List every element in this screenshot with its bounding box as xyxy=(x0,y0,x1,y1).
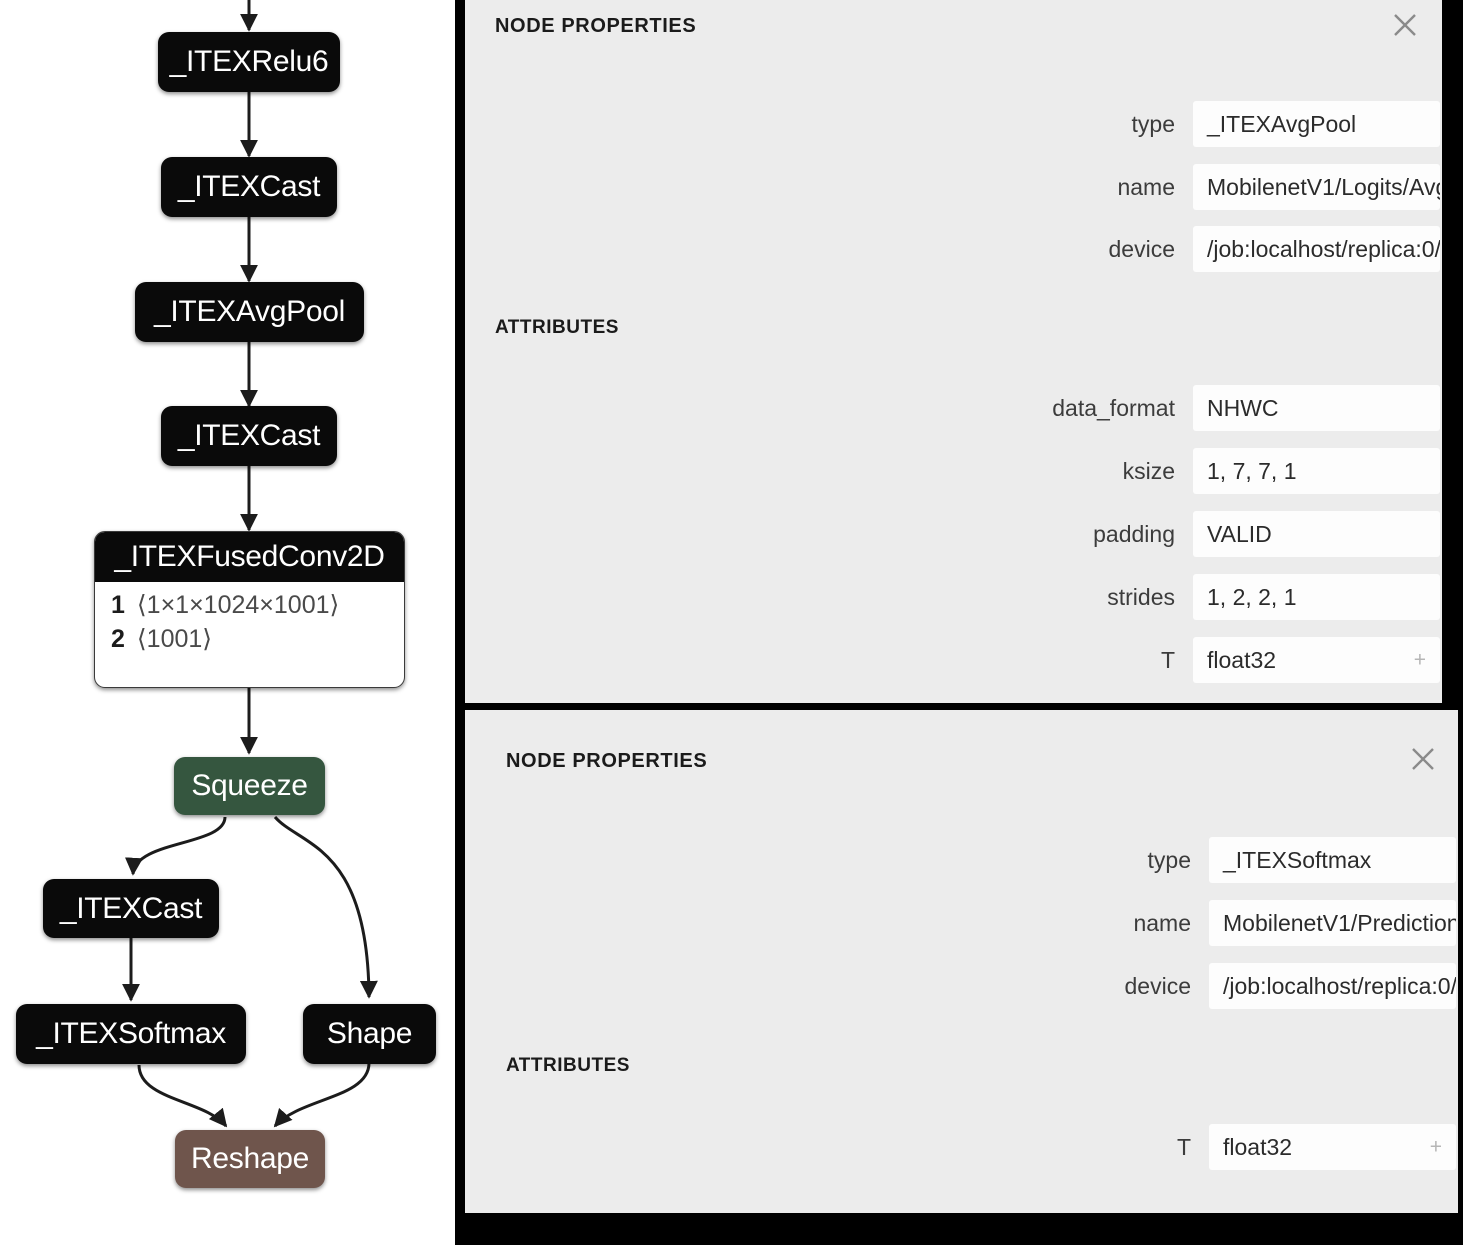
attribute-row-data-format: data_format NHWC xyxy=(465,385,1440,431)
field-value-device[interactable]: /job:localhost/replica:0/task:0/device:C… xyxy=(1193,226,1440,272)
graph-node-label: _ITEXSoftmax xyxy=(36,1017,226,1050)
field-label: data_format xyxy=(1052,394,1175,421)
close-icon[interactable] xyxy=(1406,742,1440,776)
attributes-section-title: ATTRIBUTES xyxy=(495,317,619,338)
graph-node-label: _ITEXCast xyxy=(59,891,203,925)
field-label: name xyxy=(1133,909,1191,936)
graph-canvas[interactable]: _ITEXRelu6 _ITEXCast _ITEXAvgPool _ITEXC… xyxy=(0,0,455,1245)
field-label: ksize xyxy=(1122,457,1175,484)
graph-node-softmax[interactable]: _ITEXSoftmax xyxy=(16,1004,246,1064)
node-properties-panel-1: NODE PROPERTIES type _ITEXAvgPool name M… xyxy=(465,0,1442,703)
graph-node-squeeze[interactable]: Squeeze xyxy=(174,757,325,815)
field-label: type xyxy=(1131,110,1175,137)
graph-edges xyxy=(122,0,378,1128)
graph-node-input-row: 2 ⟨1001⟩ xyxy=(111,622,404,656)
graph-node-label: Reshape xyxy=(191,1142,309,1175)
graph-node-label: _ITEXFusedConv2D xyxy=(95,532,404,582)
graph-node-label: Shape xyxy=(326,1017,413,1050)
input-index: 1 xyxy=(111,591,125,619)
panel-title: NODE PROPERTIES xyxy=(506,750,708,772)
close-icon[interactable] xyxy=(1388,8,1422,42)
graph-node-shape[interactable]: Shape xyxy=(303,1004,436,1064)
field-label: type xyxy=(1147,846,1191,873)
field-value-strides[interactable]: 1, 2, 2, 1 xyxy=(1193,574,1440,620)
field-value-type[interactable]: _ITEXSoftmax xyxy=(1209,837,1456,883)
field-value-type[interactable]: _ITEXAvgPool xyxy=(1193,101,1440,147)
graph-node-label: Squeeze xyxy=(191,769,308,802)
field-value-data-format[interactable]: NHWC xyxy=(1193,385,1440,431)
property-row-device: device /job:localhost/replica:0/task:0/d… xyxy=(465,226,1440,272)
field-value-device[interactable]: /job:localhost/replica:0/task:0/device:C… xyxy=(1209,963,1456,1009)
attribute-row-padding: padding VALID xyxy=(465,511,1440,557)
graph-node-body: 1 ⟨1×1×1024×1001⟩ 2 ⟨1001⟩ xyxy=(95,582,404,664)
field-label: device xyxy=(1108,235,1175,262)
graph-node-label: _ITEXAvgPool xyxy=(154,295,345,328)
field-value-name[interactable]: MobilenetV1/Logits/AvgPool_1a/AvgPool xyxy=(1193,164,1440,210)
property-row-name: name MobilenetV1/Predictions/Softmax xyxy=(465,900,1456,946)
property-row-type: type _ITEXAvgPool xyxy=(465,101,1440,147)
attribute-row-t: T float32 + xyxy=(465,637,1440,683)
expand-plus-icon[interactable]: + xyxy=(1413,648,1426,672)
graph-node-label: _ITEXCast xyxy=(177,419,321,452)
field-value-ksize[interactable]: 1, 7, 7, 1 xyxy=(1193,448,1440,494)
node-properties-panel-2: NODE PROPERTIES type _ITEXSoftmax name M… xyxy=(465,710,1458,1213)
field-value-text: float32 xyxy=(1223,1133,1293,1160)
field-label: name xyxy=(1117,173,1175,200)
property-row-device: device /job:localhost/replica:0/task:0/d… xyxy=(465,963,1456,1009)
graph-node-cast-1[interactable]: _ITEXCast xyxy=(161,157,337,217)
input-shape: ⟨1×1×1024×1001⟩ xyxy=(136,591,340,619)
field-value-t[interactable]: float32 + xyxy=(1193,637,1440,683)
field-label: padding xyxy=(1093,520,1175,547)
graph-node-input-row: 1 ⟨1×1×1024×1001⟩ xyxy=(111,588,404,622)
attribute-row-ksize: ksize 1, 7, 7, 1 xyxy=(465,448,1440,494)
attribute-row-strides: strides 1, 2, 2, 1 xyxy=(465,574,1440,620)
property-row-type: type _ITEXSoftmax xyxy=(465,837,1456,883)
panel-title: NODE PROPERTIES xyxy=(495,15,697,37)
property-row-name: name MobilenetV1/Logits/AvgPool_1a/AvgPo… xyxy=(465,164,1440,210)
graph-node-cast-3[interactable]: _ITEXCast xyxy=(43,879,219,938)
graph-node-cast-2[interactable]: _ITEXCast xyxy=(161,406,337,466)
attributes-section-title: ATTRIBUTES xyxy=(506,1055,630,1076)
input-shape: ⟨1001⟩ xyxy=(136,625,213,653)
graph-node-avgpool[interactable]: _ITEXAvgPool xyxy=(135,282,364,342)
field-label: T xyxy=(1176,1133,1191,1160)
field-value-name[interactable]: MobilenetV1/Predictions/Softmax xyxy=(1209,900,1456,946)
graph-node-fusedconv2d[interactable]: _ITEXFusedConv2D 1 ⟨1×1×1024×1001⟩ 2 ⟨1001… xyxy=(94,531,405,688)
field-label: T xyxy=(1160,646,1175,673)
field-value-padding[interactable]: VALID xyxy=(1193,511,1440,557)
graph-node-relu6[interactable]: _ITEXRelu6 xyxy=(158,32,340,92)
graph-node-reshape[interactable]: Reshape xyxy=(175,1130,325,1188)
field-value-text: float32 xyxy=(1207,646,1277,673)
field-label: device xyxy=(1124,972,1191,999)
graph-node-label: _ITEXRelu6 xyxy=(169,45,329,78)
field-label: strides xyxy=(1107,583,1175,610)
field-value-t[interactable]: float32 + xyxy=(1209,1124,1456,1170)
expand-plus-icon[interactable]: + xyxy=(1429,1135,1442,1159)
graph-node-label: _ITEXCast xyxy=(177,170,321,203)
input-index: 2 xyxy=(111,625,125,653)
attribute-row-t: T float32 + xyxy=(465,1124,1456,1170)
